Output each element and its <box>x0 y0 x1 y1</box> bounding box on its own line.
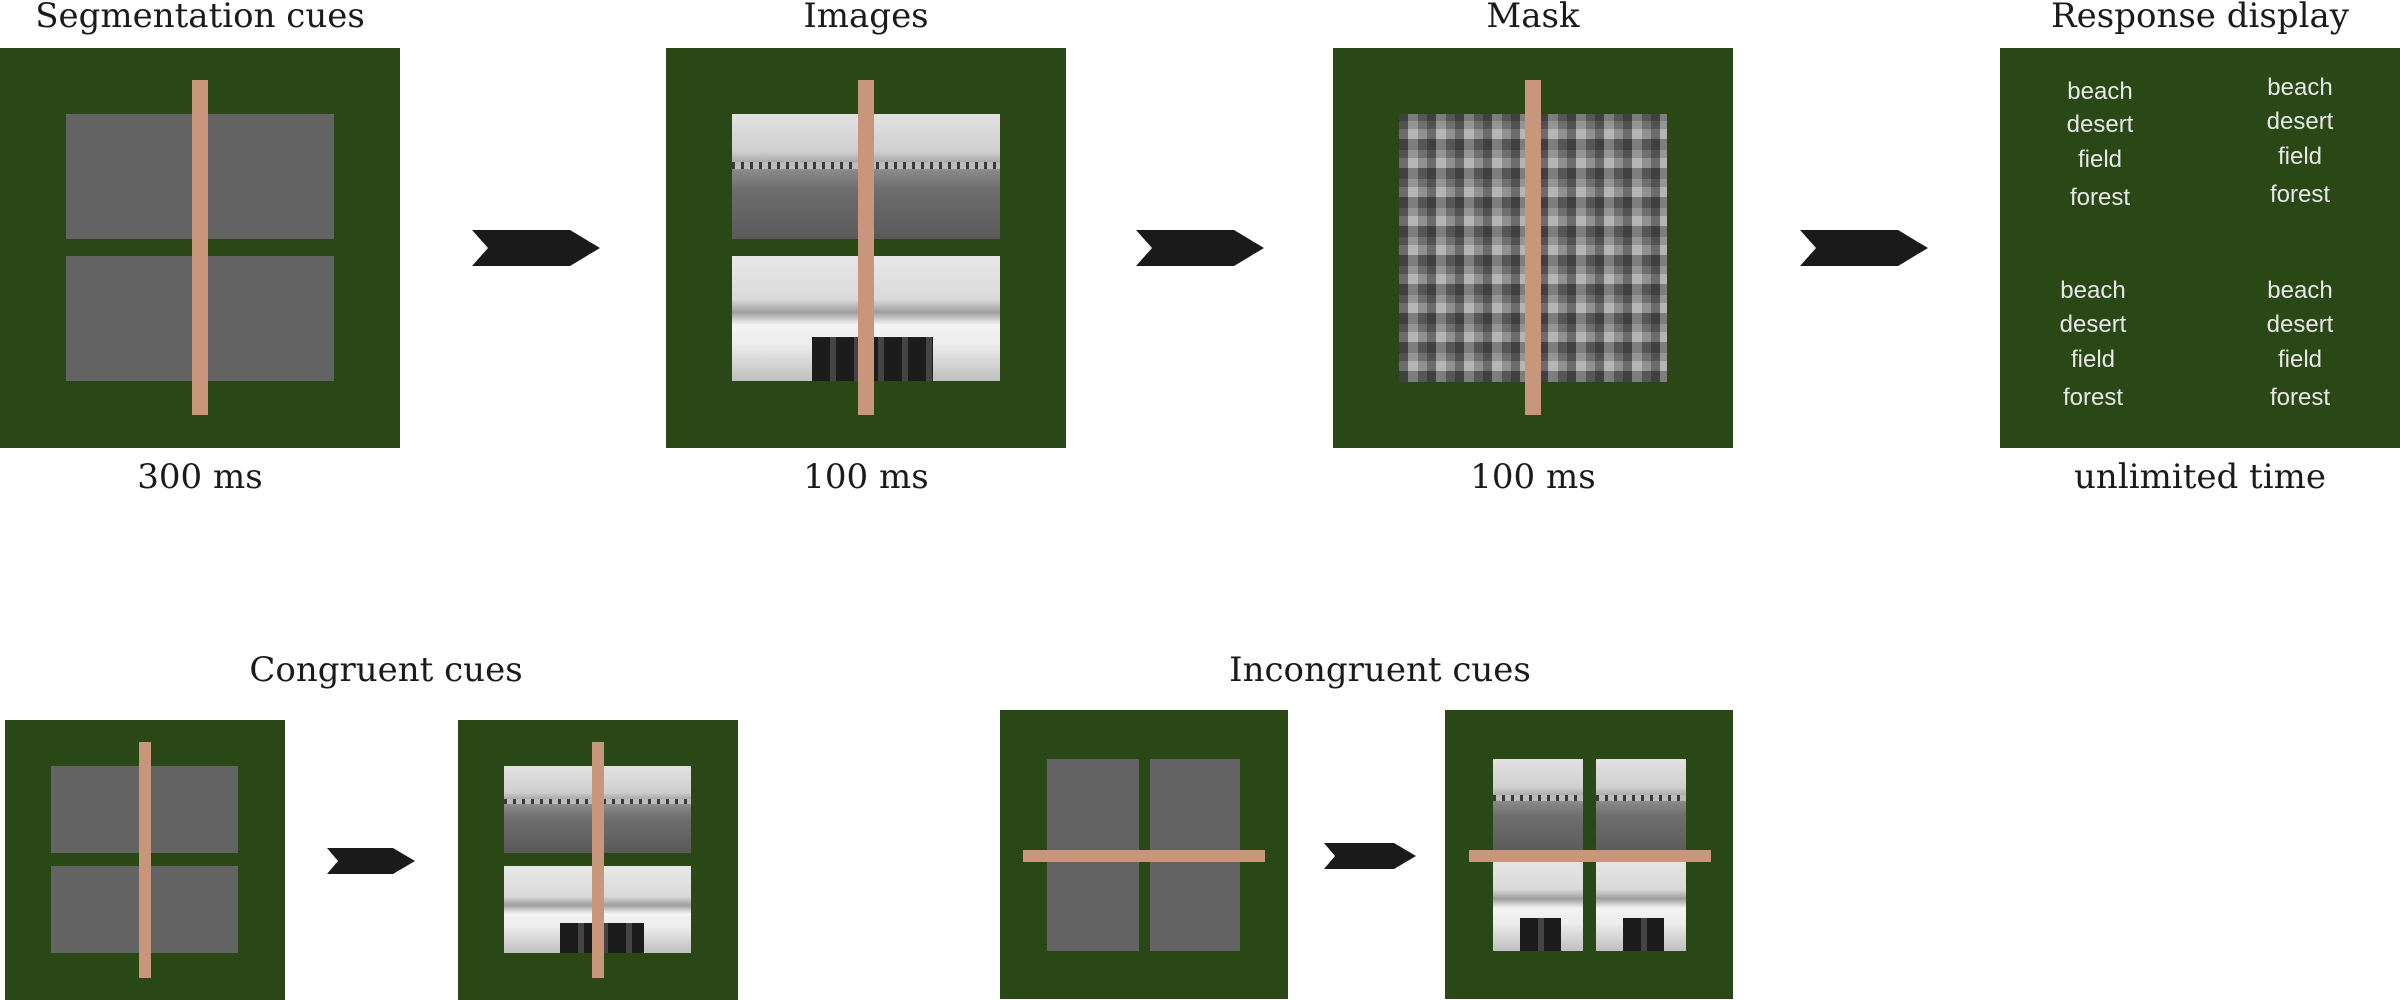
response-option-br-beach[interactable]: beach <box>2267 277 2333 304</box>
vertical-cue-bar <box>592 742 604 978</box>
response-option-bl-desert[interactable]: desert <box>2059 311 2127 338</box>
stage-duration-response: unlimited time <box>2074 457 2326 497</box>
response-option-tl-forest[interactable]: forest <box>2069 184 2131 211</box>
response-option-br-forest[interactable]: forest <box>2269 384 2331 411</box>
stage-duration-segmentation: 300 ms <box>137 457 263 497</box>
horizontal-cue-bar <box>1023 850 1265 862</box>
response-option-br-field[interactable]: field <box>2277 346 2323 373</box>
images-panel <box>666 48 1066 448</box>
congruent-cues-panel <box>5 720 285 1000</box>
beach-photo-left <box>1493 856 1583 951</box>
vertical-cue-bar <box>192 80 208 415</box>
response-option-bl-forest[interactable]: forest <box>2062 384 2124 411</box>
vertical-cue-bar <box>139 742 151 978</box>
response-option-tl-beach[interactable]: beach <box>2067 78 2133 105</box>
field-photo-left <box>1493 759 1583 854</box>
condition-title-incongruent: Incongruent cues <box>1229 650 1531 690</box>
arrow-icon-1 <box>472 230 600 266</box>
incongruent-cues-panel <box>1000 710 1288 999</box>
response-option-tr-beach[interactable]: beach <box>2267 74 2333 101</box>
beach-photo-right <box>1596 856 1686 951</box>
arrow-icon-3 <box>1800 230 1928 266</box>
stage-title-response-display: Response display <box>2051 0 2349 36</box>
arrow-icon-incongruent <box>1324 843 1416 869</box>
response-option-bl-field[interactable]: field <box>2070 346 2116 373</box>
incongruent-images-panel <box>1445 710 1733 999</box>
response-option-tr-field[interactable]: field <box>2277 143 2323 170</box>
response-option-tr-forest[interactable]: forest <box>2269 181 2331 208</box>
field-photo-right <box>1596 759 1686 854</box>
response-option-br-desert[interactable]: desert <box>2266 311 2334 338</box>
stage-title-mask: Mask <box>1486 0 1580 36</box>
response-option-tl-field[interactable]: field <box>2077 146 2123 173</box>
response-option-tl-desert[interactable]: desert <box>2066 111 2134 138</box>
congruent-images-panel <box>458 720 738 1000</box>
vertical-cue-bar <box>858 80 874 415</box>
response-display-panel: beach desert field forest beach desert f… <box>2000 48 2400 448</box>
stage-title-images: Images <box>803 0 929 36</box>
stage-title-segmentation-cues: Segmentation cues <box>35 0 365 36</box>
arrow-icon-2 <box>1136 230 1264 266</box>
condition-title-congruent: Congruent cues <box>249 650 523 690</box>
arrow-icon-congruent <box>327 848 415 874</box>
vertical-cue-bar <box>1525 80 1541 415</box>
horizontal-cue-bar <box>1469 850 1711 862</box>
stage-duration-images: 100 ms <box>803 457 929 497</box>
stage-duration-mask: 100 ms <box>1470 457 1596 497</box>
segmentation-cues-panel <box>0 48 400 448</box>
response-option-tr-desert[interactable]: desert <box>2266 108 2334 135</box>
response-option-bl-beach[interactable]: beach <box>2060 277 2126 304</box>
mask-panel <box>1333 48 1733 448</box>
